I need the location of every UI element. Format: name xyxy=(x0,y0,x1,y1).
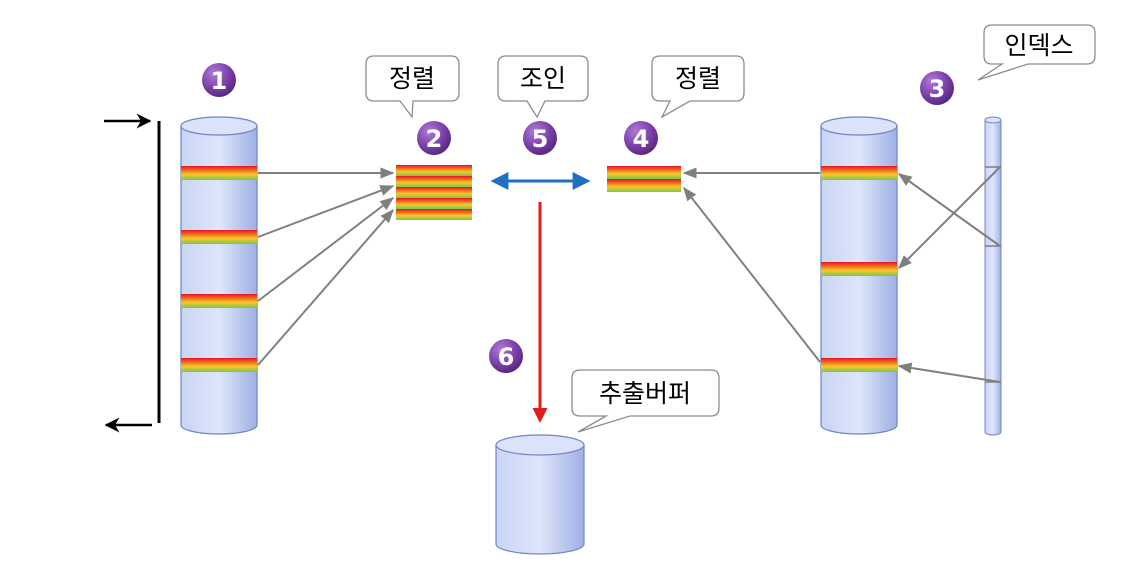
step-badge-6: 6 xyxy=(489,339,523,373)
callout-sort-left-label: 정렬 xyxy=(389,64,435,93)
output-buffer-cylinder xyxy=(495,434,585,555)
right-table-cylinder xyxy=(820,116,898,435)
step-badge-4: 4 xyxy=(624,121,658,155)
left-table-cylinder xyxy=(180,116,258,435)
svg-text:5: 5 xyxy=(532,125,549,153)
right-connectors xyxy=(682,167,821,363)
step-badge-5: 5 xyxy=(523,121,557,155)
callout-index: 인덱스 xyxy=(977,24,1096,81)
right-row-band xyxy=(821,358,897,372)
svg-text:6: 6 xyxy=(498,343,515,371)
left-connectors xyxy=(257,167,395,366)
full-scan-arrows xyxy=(104,113,161,433)
index-connectors xyxy=(897,166,1001,383)
svg-text:4: 4 xyxy=(633,125,650,153)
callout-sort-right-label: 정렬 xyxy=(675,64,721,93)
right-row-band xyxy=(821,262,897,276)
callout-sort-left: 정렬 xyxy=(365,55,460,119)
left-sort-area-stack xyxy=(396,165,472,220)
index-column xyxy=(984,116,1002,436)
callout-join-label: 조인 xyxy=(520,64,566,93)
left-row-band xyxy=(181,166,257,180)
callout-output-buffer-label: 추출버퍼 xyxy=(599,379,691,408)
callout-sort-right: 정렬 xyxy=(651,55,745,119)
callout-join: 조인 xyxy=(497,55,589,119)
left-row-band xyxy=(181,230,257,244)
step-badge-2: 2 xyxy=(417,121,451,155)
left-row-band xyxy=(181,294,257,308)
svg-text:2: 2 xyxy=(426,125,443,153)
svg-text:3: 3 xyxy=(929,75,946,103)
step-badge-1: 1 xyxy=(202,63,236,97)
right-row-band xyxy=(821,166,897,180)
svg-text:1: 1 xyxy=(211,67,228,95)
right-sort-area-stack xyxy=(607,166,681,192)
step-badge-3: 3 xyxy=(920,71,954,105)
left-row-band xyxy=(181,358,257,372)
callout-output-buffer: 추출버퍼 xyxy=(571,369,720,433)
callout-index-label: 인덱스 xyxy=(1004,31,1073,60)
